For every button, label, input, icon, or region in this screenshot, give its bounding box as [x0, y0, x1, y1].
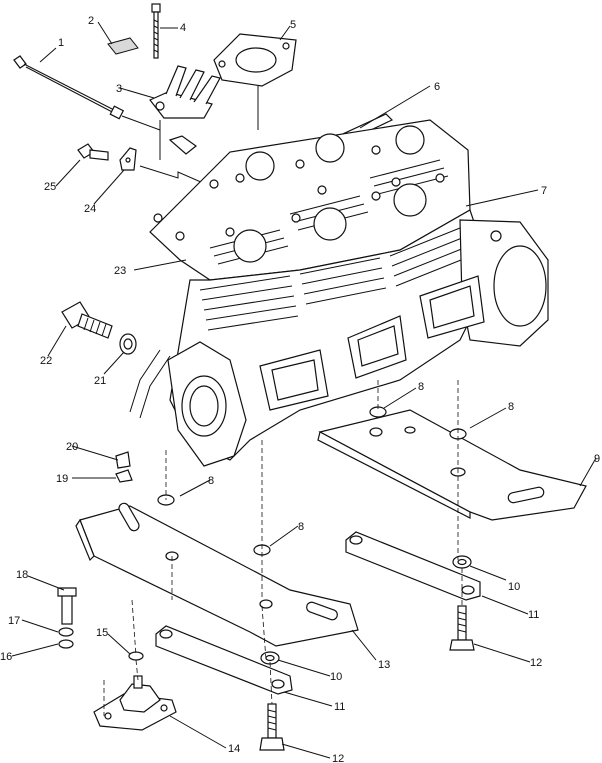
hose-clips	[115, 451, 133, 483]
callout-6: 6	[434, 81, 440, 93]
callout-15: 15	[96, 627, 108, 639]
callout-12-right: 12	[530, 657, 542, 669]
callout-8-upper: 8	[418, 381, 424, 393]
callout-13: 13	[378, 659, 390, 671]
callout-7: 7	[541, 185, 547, 197]
callout-5: 5	[290, 19, 296, 31]
small-gasket	[107, 37, 139, 55]
callout-17: 17	[8, 615, 20, 627]
callout-18: 18	[16, 569, 28, 581]
callout-16: 16	[0, 651, 12, 663]
callout-labels: 1 2 3 4 5 6 7 8 8 8 8 9 10 10 11 11 12 1…	[0, 15, 600, 763]
long-bolt	[151, 3, 161, 59]
spark-plug-and-washer	[61, 301, 137, 355]
mount-washers	[260, 555, 472, 665]
carb-bracket	[149, 65, 221, 160]
callout-8-right: 8	[508, 401, 514, 413]
callout-10-right: 10	[508, 581, 520, 593]
cable-bracket-and-bolt	[77, 143, 211, 187]
cylinder-heads	[149, 119, 471, 281]
mount-shims	[155, 531, 481, 695]
callout-14: 14	[228, 743, 240, 755]
engine-block	[129, 209, 549, 467]
callout-11-right: 11	[528, 609, 539, 621]
left-engine-mount	[75, 494, 359, 647]
mount-bolts	[259, 605, 475, 751]
callout-10-left: 10	[330, 671, 342, 683]
callout-9: 9	[594, 453, 600, 465]
callout-8-left: 8	[208, 475, 214, 487]
callout-1: 1	[58, 37, 64, 49]
callout-21: 21	[94, 375, 106, 387]
leader-lines	[11, 21, 597, 759]
callout-20: 20	[66, 441, 78, 453]
right-engine-mount	[317, 406, 587, 521]
flange-gasket	[213, 33, 297, 130]
callout-11-left: 11	[334, 701, 345, 713]
callout-4: 4	[180, 22, 186, 34]
callout-22: 22	[40, 355, 52, 367]
callout-2: 2	[88, 15, 94, 27]
callout-8-center: 8	[298, 521, 304, 533]
assembly-centerlines	[103, 380, 463, 716]
callout-24: 24	[84, 203, 96, 215]
callout-19: 19	[56, 473, 68, 485]
throttle-cable	[13, 55, 161, 131]
callout-25: 25	[44, 181, 56, 193]
callout-3: 3	[116, 83, 122, 95]
callout-23: 23	[114, 265, 126, 277]
rubber-mount-and-hardware	[57, 587, 177, 731]
callout-12-bottom: 12	[332, 753, 344, 763]
